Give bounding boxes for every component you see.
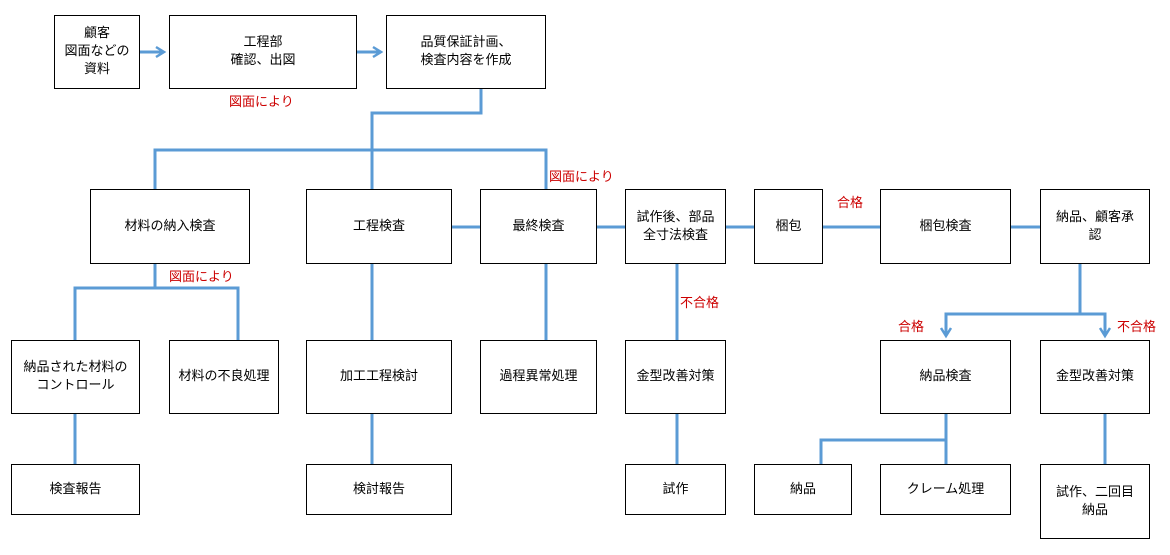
box-second-trial: 試作、二回目 納品 xyxy=(1040,464,1150,539)
box-engineering: 工程部 確認、出図 xyxy=(169,15,357,89)
box-abnormal: 過程異常処理 xyxy=(480,340,597,414)
label-by-drawing-3: 図面により xyxy=(169,270,234,285)
label-pass-2: 合格 xyxy=(898,320,925,335)
box-final-insp: 最終検査 xyxy=(480,189,597,264)
label-fail-2: 不合格 xyxy=(1117,320,1157,335)
box-trial: 試作 xyxy=(625,464,726,515)
box-qa-plan: 品質保証計画、 検査内容を作成 xyxy=(386,15,546,89)
box-material-control: 納品された材料の コントロール xyxy=(11,340,140,414)
box-process-insp: 工程検査 xyxy=(306,189,452,264)
box-material-incoming: 材料の納入検査 xyxy=(90,189,250,264)
line-deliveryinsp-branch xyxy=(819,414,948,464)
label-pass-1: 合格 xyxy=(837,196,864,211)
box-mold-improve-1: 金型改善対策 xyxy=(625,340,726,414)
box-trial-dim: 試作後、部品 全寸法検査 xyxy=(625,189,726,264)
box-delivery-insp: 納品検査 xyxy=(880,340,1011,414)
box-mold-improve-2: 金型改善対策 xyxy=(1040,340,1150,414)
box-delivery-approval: 納品、顧客承 認 xyxy=(1040,189,1150,264)
label-fail-1: 不合格 xyxy=(680,296,720,311)
box-packing-insp: 梱包検査 xyxy=(880,189,1011,264)
label-by-drawing-2: 図面により xyxy=(549,170,614,185)
box-claim: クレーム処理 xyxy=(880,464,1011,515)
box-review-report: 検討報告 xyxy=(306,464,452,515)
line-material-branch xyxy=(73,264,157,340)
box-material-defect: 材料の不良処理 xyxy=(169,340,279,414)
label-by-drawing-1: 図面により xyxy=(229,95,294,110)
box-packing: 梱包 xyxy=(754,189,823,264)
box-process-review: 加工工程検討 xyxy=(306,340,452,414)
box-delivery: 納品 xyxy=(754,464,852,515)
line-qa-branch xyxy=(370,89,483,150)
box-insp-report: 検査報告 xyxy=(11,464,140,515)
line-delivery-branch xyxy=(944,264,1082,334)
line-branch-horizontal xyxy=(153,148,548,189)
box-customer: 顧客 図面などの 資料 xyxy=(54,15,140,89)
